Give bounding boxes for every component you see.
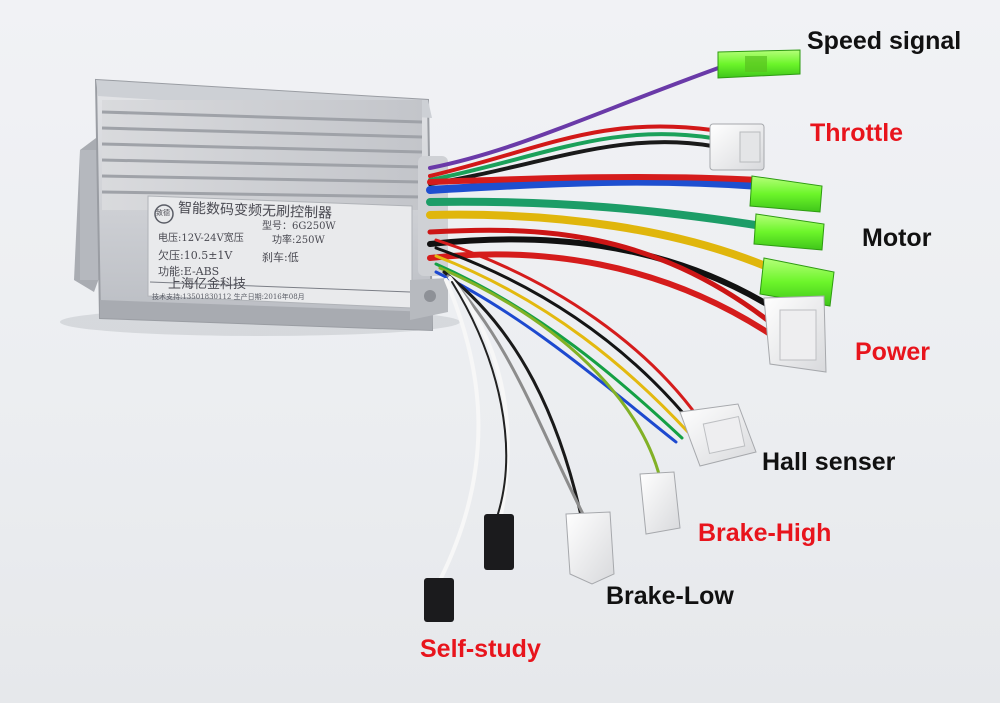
hall-connector bbox=[679, 403, 757, 467]
self-study-wire-white-2 bbox=[438, 278, 481, 582]
hall-wire-red bbox=[434, 238, 702, 422]
label-brake-high: Brake-High bbox=[698, 519, 832, 547]
throttle-wire-black bbox=[428, 140, 714, 186]
brake-low-wire-grey bbox=[446, 274, 588, 522]
speed-signal-wire bbox=[428, 60, 737, 170]
brake-low-wire-black bbox=[442, 270, 584, 522]
brake-high-wire bbox=[438, 266, 662, 480]
throttle-connector bbox=[709, 123, 765, 171]
label-brake-low: Brake-Low bbox=[606, 582, 734, 610]
speed-signal-connector bbox=[717, 49, 801, 79]
power-connector bbox=[763, 295, 827, 373]
nameplate-power: 功率:250W bbox=[272, 235, 325, 246]
self-study-connector-1 bbox=[484, 514, 514, 570]
hall-wire-black bbox=[434, 246, 696, 428]
throttle-wire-green bbox=[428, 132, 714, 182]
throttle-wire-red bbox=[428, 124, 714, 178]
motor-wire-blue bbox=[426, 177, 764, 194]
mounting-bracket-left bbox=[74, 138, 102, 292]
motor-connector-blue bbox=[749, 175, 823, 213]
label-power: Power bbox=[855, 338, 931, 366]
nameplate-brake: 刹车:低 bbox=[262, 251, 299, 264]
heat-sink-fins bbox=[101, 100, 423, 210]
controller-housing bbox=[94, 78, 448, 332]
nameplate-logo-mark bbox=[154, 204, 174, 224]
nameplate-logo: 致德 bbox=[156, 209, 170, 217]
self-study-wire-black bbox=[451, 281, 508, 521]
motor-connector-yellow bbox=[759, 257, 835, 307]
brake-high-connector bbox=[639, 471, 681, 535]
label-throttle: Throttle bbox=[810, 119, 904, 147]
brake-low-connector bbox=[565, 511, 615, 585]
nameplate-footer: 技术支持:13501830112 生产日期:2016年08月 bbox=[152, 293, 305, 301]
label-motor: Motor bbox=[862, 224, 932, 252]
nameplate-model: 型号：6G250W bbox=[262, 221, 336, 232]
self-study-connector-2 bbox=[424, 578, 454, 622]
nameplate-function: 功能:E-ABS bbox=[158, 265, 220, 278]
power-wire-black bbox=[427, 236, 773, 309]
nameplate-maker: 上海亿金科技 bbox=[168, 277, 247, 292]
hall-wire-blue bbox=[434, 270, 678, 444]
nameplate-voltage: 电压:12V-24V宽压 bbox=[158, 233, 244, 244]
motor-wire-yellow bbox=[426, 210, 774, 272]
label-speed-signal: Speed signal bbox=[807, 27, 962, 55]
nameplate-undervoltage: 欠压:10.5±1V bbox=[158, 249, 233, 262]
motor-connector-green bbox=[753, 213, 825, 251]
self-study-wire-white-1 bbox=[448, 276, 510, 522]
connectors bbox=[424, 49, 835, 622]
label-self-study: Self-study bbox=[420, 635, 541, 663]
power-wire-red-2 bbox=[427, 227, 773, 325]
power-wire-red-thick bbox=[427, 173, 763, 185]
wires bbox=[426, 60, 774, 582]
label-hall-senser: Hall senser bbox=[762, 448, 896, 476]
hall-wire-yellow bbox=[434, 254, 690, 434]
motor-wire-green bbox=[426, 197, 766, 230]
